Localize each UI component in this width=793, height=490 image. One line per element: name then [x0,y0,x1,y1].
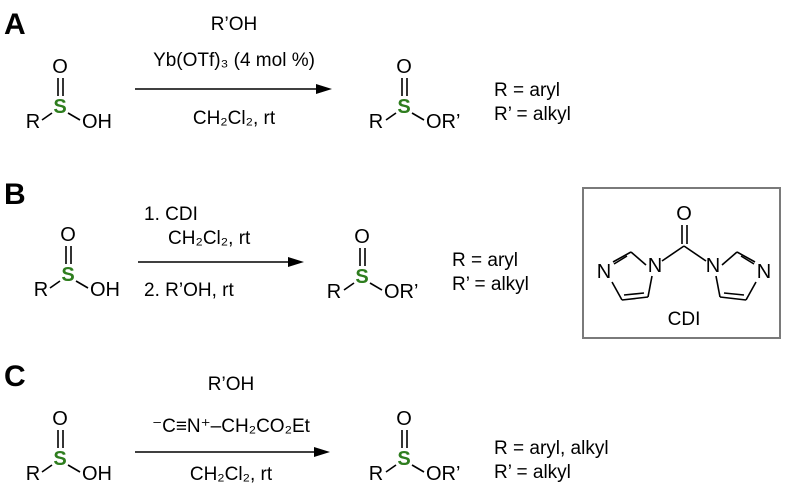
ring-bond [736,251,756,263]
single-bond [385,112,397,121]
nitrogen-atom: N [648,255,662,277]
ring-bond [740,255,755,265]
panel-c: C O S R OH R’OH ⁻C≡N⁺–CH₂CO₂Et CH₂Cl₂, r… [4,360,609,485]
nitrogen-atom: N [597,261,611,283]
substituent-note: R = aryl, alkyl [494,438,609,459]
product-sulfinate-ester: O S R OR’ [369,408,461,485]
oxygen-atom: O [676,203,692,225]
ring-bond [715,275,721,298]
nitrogen-atom: N [706,255,720,277]
r-group: R [369,111,383,133]
single-bond [41,464,53,473]
ring-bond [623,292,645,296]
ring-bond [613,255,628,265]
condition-line: CH₂Cl₂, rt [193,108,276,129]
condition-line: 1. CDI [144,204,198,225]
hydroxyl-group: OH [82,111,112,133]
reactant-sulfinic-acid: O S R OH [26,408,112,485]
r-group: R [369,463,383,485]
ring-bond [745,281,757,301]
alkoxy-group: OR’ [426,111,460,133]
single-bond [343,282,355,291]
substituent-note: R’ = alkyl [452,274,529,295]
single-bond [41,112,53,121]
sulfur-atom: S [53,96,66,118]
r-group: R [327,281,341,303]
substituent-note: R = aryl [452,250,518,271]
ring-bond [719,296,747,301]
r-group: R [26,463,40,485]
ring-bond [647,275,653,298]
condition-line: 2. R’OH, rt [144,280,234,301]
panel-label: A [4,8,26,41]
product-sulfinate-ester: O S R OR’ [327,226,419,303]
oxygen-atom: O [396,56,412,78]
ring-bond [621,296,649,301]
panel-b: B O S R OH 1. CDI CH₂Cl₂, rt 2. R’OH, rt… [4,178,781,339]
product-sulfinate-ester: O S R OR’ [369,56,461,133]
arrow-head [314,447,330,457]
condition-line: Yb(OTf)₃ (4 mol %) [153,50,315,71]
alkoxy-group: OR’ [426,463,460,485]
arrow-head [288,257,304,267]
oxygen-atom: O [396,408,412,430]
substituent-note: R = aryl [494,80,560,101]
hydroxyl-group: OH [90,279,120,301]
reactant-sulfinic-acid: O S R OH [26,56,112,133]
isocyanide-reagent: ⁻C≡N⁺–CH₂CO₂Et [152,416,311,437]
single-bond [49,280,61,289]
panel-a: A O S R OH R’OH Yb(OTf)₃ (4 mol %) CH₂Cl… [4,8,571,133]
r-group: R [26,111,40,133]
nitrogen-atom: N [757,261,771,283]
single-bond [369,282,383,291]
condition-line: CH₂Cl₂, rt [168,228,251,249]
ring-bond [723,292,745,296]
oxygen-atom: O [354,226,370,248]
ring-bond [630,251,647,266]
sulfur-atom: S [397,96,410,118]
substituent-note: R’ = alkyl [494,104,571,125]
ring-bond [721,251,738,266]
oxygen-atom: O [52,56,68,78]
sulfur-atom: S [397,448,410,470]
ring-bond [611,281,623,301]
panel-label: B [4,178,26,211]
single-bond [75,280,89,289]
condition-line: R’OH [211,14,257,35]
reactant-sulfinic-acid: O S R OH [34,224,120,301]
substituent-note: R’ = alkyl [494,462,571,483]
arrow-head [316,84,332,94]
single-bond [411,464,425,473]
single-bond [411,112,425,121]
sulfur-atom: S [53,448,66,470]
cdi-caption: CDI [668,309,701,330]
single-bond [67,464,81,473]
single-bond [385,464,397,473]
panel-label: C [4,360,26,393]
single-bond [67,112,81,121]
alkoxy-group: OR’ [384,281,418,303]
condition-line: R’OH [208,374,254,395]
sulfur-atom: S [355,266,368,288]
single-bond [661,245,685,262]
sulfur-atom: S [61,264,74,286]
hydroxyl-group: OH [82,463,112,485]
single-bond [683,245,707,262]
oxygen-atom: O [60,224,76,246]
ring-bond [612,251,632,263]
box-frame [582,187,781,339]
r-group: R [34,279,48,301]
cdi-structure-box: O N N N N CDI [582,187,781,339]
condition-line: CH₂Cl₂, rt [190,464,273,485]
oxygen-atom: O [52,408,68,430]
